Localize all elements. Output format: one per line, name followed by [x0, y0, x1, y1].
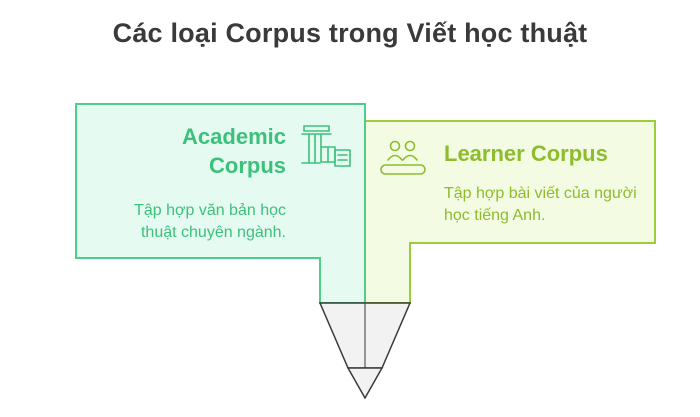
diagram-title: Các loại Corpus trong Viết học thuật [112, 18, 588, 48]
learner-corpus-title: Learner Corpus [444, 141, 608, 166]
people-icon [380, 140, 426, 175]
academic-corpus-title: Academic Corpus [182, 124, 286, 178]
pencil-tip [318, 302, 412, 400]
column-book-icon [301, 125, 351, 167]
learner-corpus-description: Tập hợp bài viết của người học tiếng Anh… [444, 185, 637, 224]
academic-corpus-description: Tập hợp văn bản học thuật chuyên ngành. [134, 202, 286, 241]
